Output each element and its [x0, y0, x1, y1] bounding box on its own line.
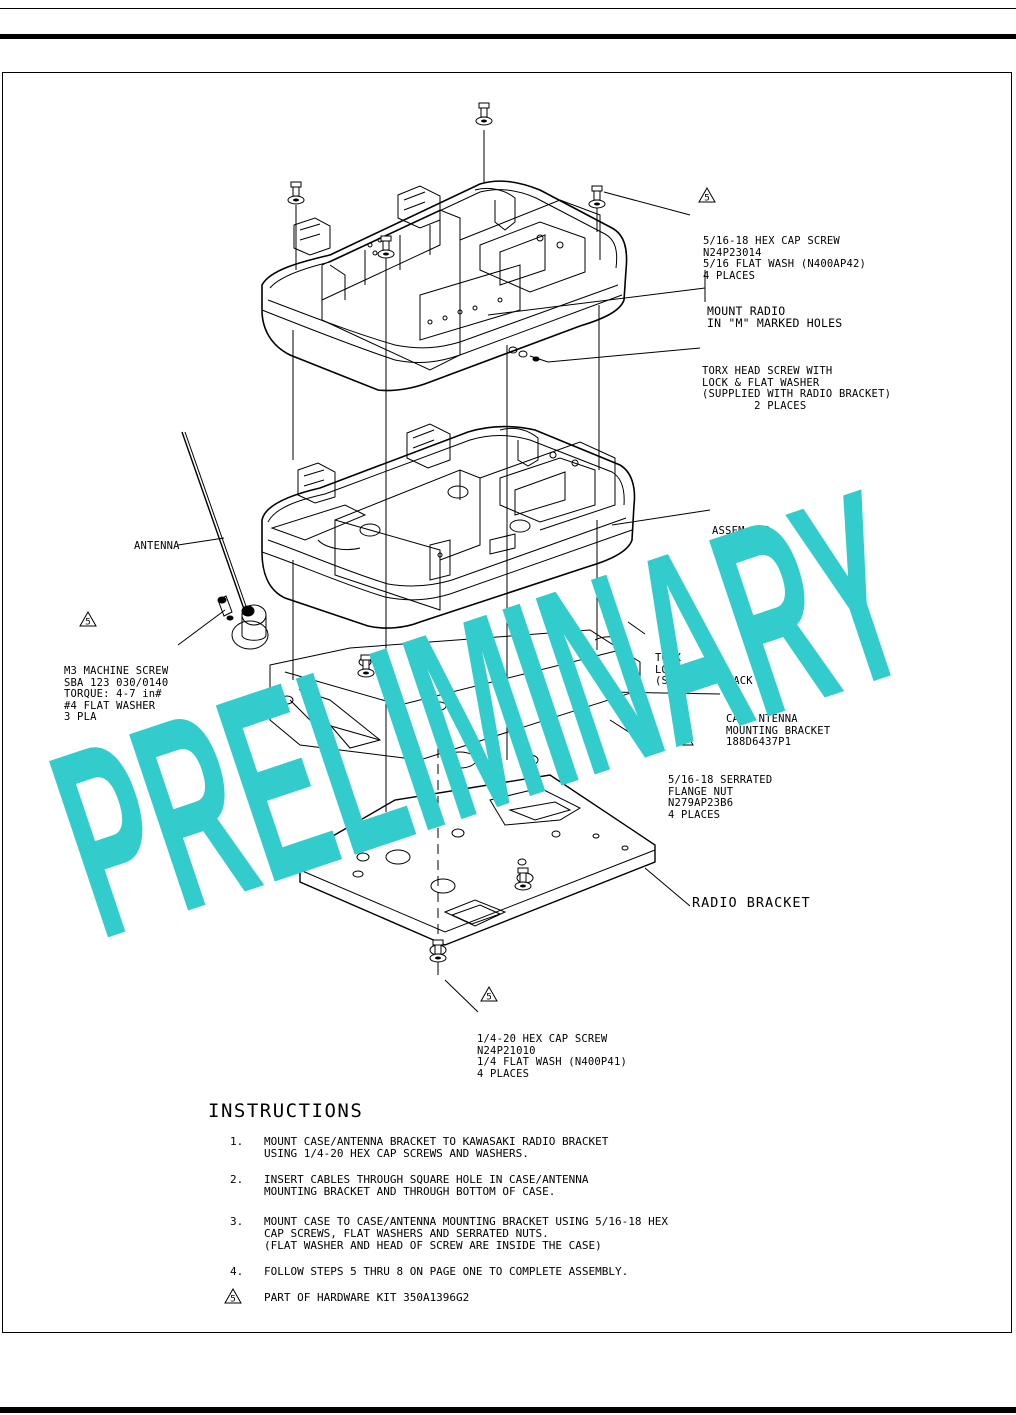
callout-case-assembly: ASSEM D 65P1 P NOT WN [712, 525, 784, 560]
instruction-step: 3. MOUNT CASE TO CASE/ANTENNA MOUNTING B… [230, 1215, 668, 1252]
header-rule-thin [0, 8, 1016, 9]
instructions-title: INSTRUCTIONS [208, 1100, 364, 1122]
callout-antenna: ANTENNA [134, 540, 180, 552]
watermark-text: PRELIMINARY [23, 434, 941, 995]
instruction-step: 1. MOUNT CASE/ANTENNA BRACKET TO KAWASAK… [230, 1135, 609, 1160]
instruction-step: 2. INSERT CABLES THROUGH SQUARE HOLE IN … [230, 1173, 589, 1198]
callout-radio-bracket: RADIO BRACKET [692, 895, 811, 911]
instruction-step: 4. FOLLOW STEPS 5 THRU 8 ON PAGE ONE TO … [230, 1265, 629, 1278]
footer-rule-thick [0, 1407, 1016, 1413]
header-rule-thick [0, 34, 1016, 39]
instructions-section: INSTRUCTIONS 1. MOUNT CASE/ANTENNA BRACK… [208, 1100, 668, 1317]
hardware-kit-note: 5 PART OF HARDWARE KIT 350A1396G2 [208, 1287, 668, 1307]
drawing-frame [2, 72, 1012, 1333]
note-5-icon: 5 [224, 1287, 242, 1305]
svg-text:5: 5 [230, 1295, 236, 1305]
